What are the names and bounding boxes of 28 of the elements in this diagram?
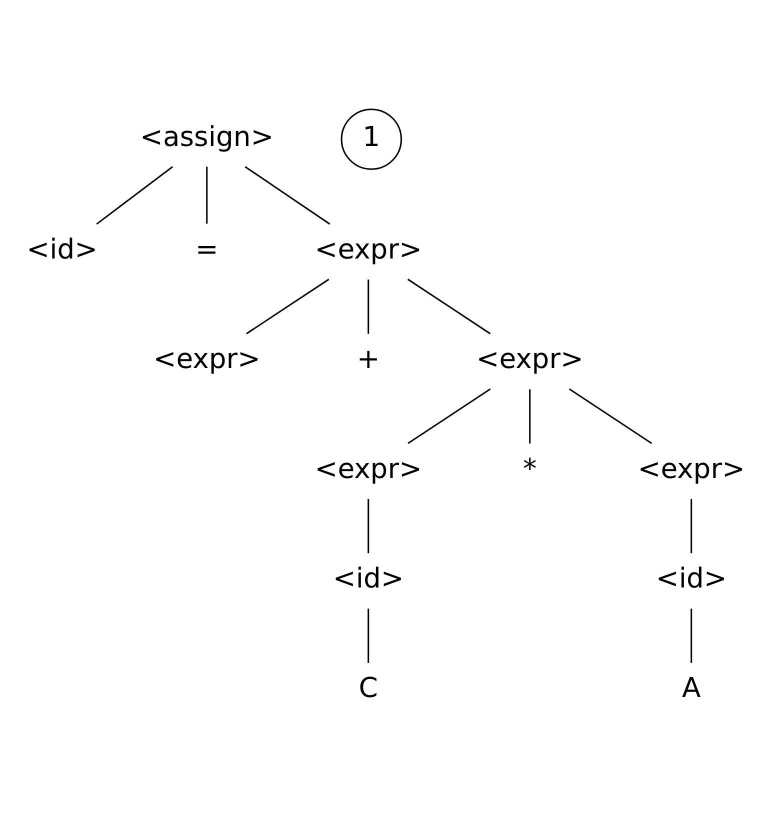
node-text: C xyxy=(358,673,378,704)
node-text: A xyxy=(682,673,701,704)
node-text: <expr> xyxy=(638,454,745,485)
node-text: <id> xyxy=(26,234,98,266)
node-text: = xyxy=(195,234,218,266)
connector xyxy=(96,166,174,225)
node-text: + xyxy=(356,344,380,376)
connector xyxy=(529,389,531,444)
connector xyxy=(407,278,491,334)
node-text: * xyxy=(523,454,537,485)
label: 1 xyxy=(362,122,380,153)
node-text: <expr> xyxy=(314,454,422,485)
connector xyxy=(368,280,370,334)
node-text: <expr> xyxy=(314,234,422,266)
node-text: <expr> xyxy=(153,344,260,376)
connector xyxy=(368,608,370,663)
connector xyxy=(408,388,491,444)
connector xyxy=(690,608,692,663)
node-text: <id> xyxy=(332,563,404,594)
node-text: <id> xyxy=(656,563,727,594)
connector xyxy=(568,388,652,444)
connector xyxy=(690,498,692,554)
connector xyxy=(246,278,330,334)
connector xyxy=(206,166,208,224)
connector xyxy=(244,166,330,225)
node-text: <assign> xyxy=(140,122,274,153)
node-text: <expr> xyxy=(476,344,584,376)
connector xyxy=(368,498,370,554)
